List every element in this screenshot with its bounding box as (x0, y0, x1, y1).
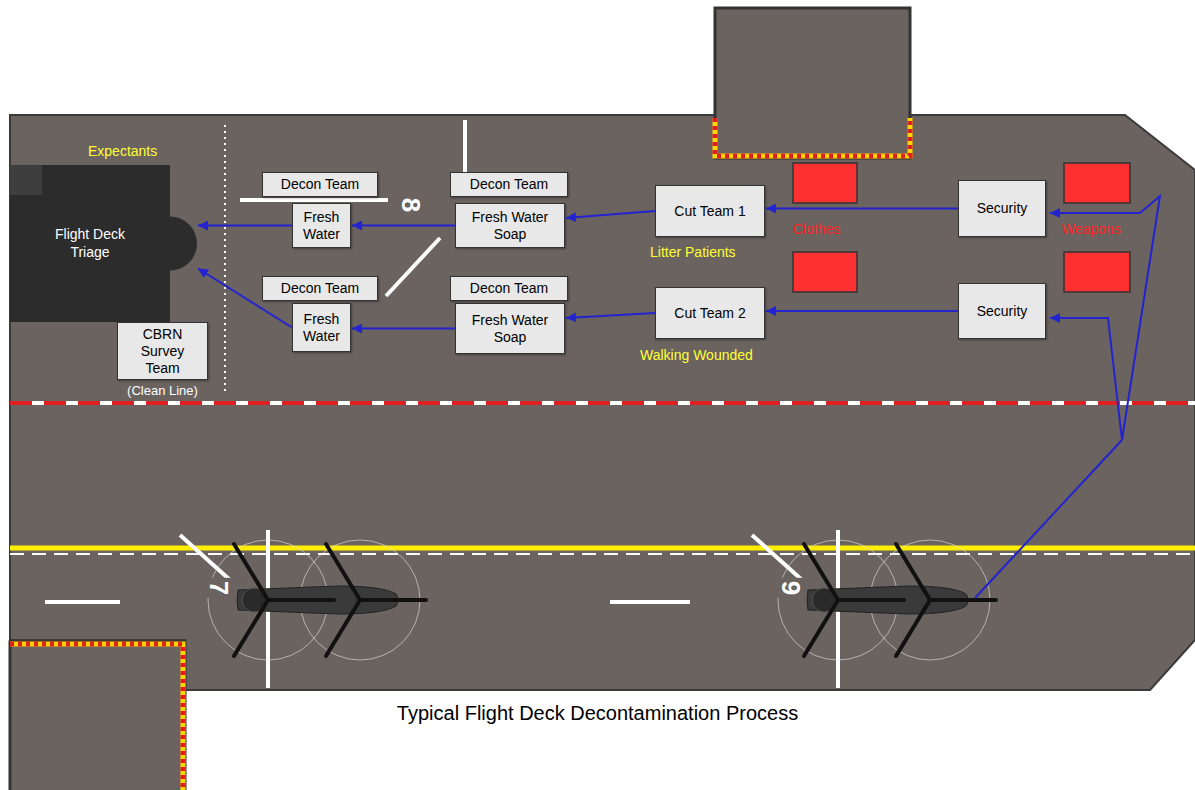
node-text: Fresh Water Soap (460, 312, 560, 346)
survey-team-station: CBRN Survey Team (Clean Line) (117, 322, 208, 398)
node-text: Decon Team (470, 280, 548, 297)
flow-arrow (566, 211, 655, 218)
node-text: Fresh Water (297, 209, 346, 243)
station-box: Decon Team (262, 276, 378, 301)
node-text: Decon Team (281, 280, 359, 297)
node-text: Cut Team 2 (674, 305, 745, 322)
station-box: Cut Team 2 (655, 287, 765, 339)
station-box: Security (958, 283, 1046, 339)
spot-number: 7 (203, 578, 233, 598)
spot-number: 8 (395, 195, 425, 215)
station-box: Fresh Water Soap (455, 203, 565, 248)
station-box: Fresh Water Soap (455, 303, 565, 354)
flow-arrow (352, 225, 455, 227)
station-box: Decon Team (450, 172, 568, 197)
station-box: Decon Team (262, 172, 378, 197)
station-box: Cut Team 1 (655, 185, 765, 237)
flow-arrow (766, 310, 958, 312)
station-box: Decon Team (450, 276, 568, 301)
flow-arrow (352, 328, 455, 330)
node-text: Decon Team (281, 176, 359, 193)
node-text: Security (977, 200, 1028, 217)
station-box: Fresh Water (292, 203, 351, 248)
zone-label: Walking Wounded (640, 347, 753, 363)
triage-notch (10, 165, 42, 195)
triage-shape (10, 165, 197, 322)
node-text: CBRN Survey Team (117, 322, 208, 380)
node-text: Security (977, 303, 1028, 320)
zone-label: Weapons (1062, 221, 1121, 237)
flow-arrow (198, 225, 292, 227)
zone-label: Litter Patients (650, 244, 736, 260)
flow-arrow (566, 313, 655, 318)
station-box: Fresh Water (292, 303, 351, 352)
node-subtext: (Clean Line) (117, 383, 208, 398)
node-text: Flight Deck Triage (35, 226, 145, 261)
caption: Typical Flight Deck Decontamination Proc… (0, 702, 1195, 725)
node-text: Decon Team (470, 176, 548, 193)
spot-number: 9 (775, 578, 805, 598)
station-box: Security (958, 180, 1046, 237)
zone-label: Expectants (88, 143, 157, 159)
flow-arrow (766, 208, 958, 210)
node-text: Fresh Water Soap (460, 209, 560, 243)
node-text: Cut Team 1 (674, 203, 745, 220)
node-text: Fresh Water (297, 311, 346, 345)
zone-label: Clothes (793, 221, 840, 237)
triage-area: Flight Deck Triage (10, 165, 197, 322)
